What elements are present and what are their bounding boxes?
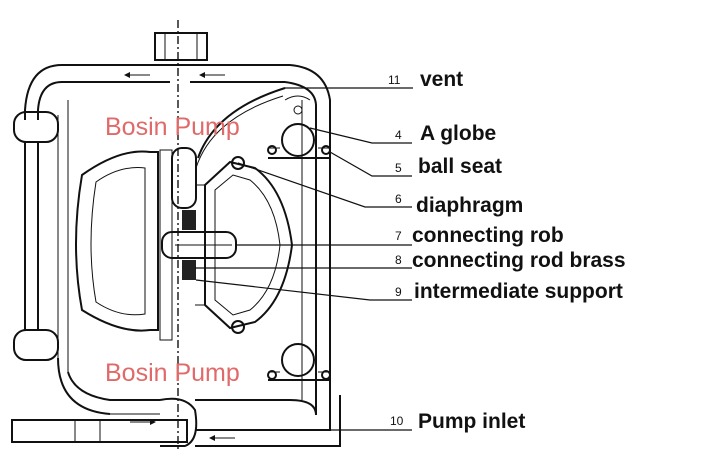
pump-drawing — [11, 20, 341, 451]
callout-number-11: 11 — [388, 73, 401, 87]
callout-number-4: 4 — [395, 128, 402, 142]
callout-number-10: 10 — [390, 414, 404, 428]
callout-number-8: 8 — [395, 253, 402, 267]
outlet-manifold — [24, 64, 331, 120]
label-ball-seat: ball seat — [418, 155, 502, 178]
leader-lines — [195, 87, 413, 431]
callout-number-9: 9 — [395, 285, 402, 299]
callout-number-6: 6 — [395, 192, 402, 206]
label-pump-inlet: Pump inlet — [418, 410, 525, 433]
outlet-flange — [154, 32, 208, 61]
watermark-top: Bosin Pump — [105, 113, 240, 141]
right-valve-column — [267, 95, 331, 415]
label-diaphragm: diaphragm — [416, 194, 523, 217]
left-diaphragm-chamber — [75, 150, 159, 332]
upper-ball — [281, 123, 315, 157]
callout-number-7: 7 — [395, 229, 402, 243]
left-column — [13, 100, 69, 372]
center-shaft-assembly — [159, 147, 237, 341]
watermarks: Bosin Pump Bosin Pump — [105, 113, 240, 387]
label-connecting-rob: connecting rob — [412, 224, 564, 247]
label-intermediate-support: intermediate support — [414, 280, 623, 303]
label-vent: vent — [420, 68, 463, 91]
callout-labels: vent A globe ball seat diaphragm connect… — [412, 68, 626, 433]
lower-ball — [281, 343, 315, 377]
vent-tube — [197, 87, 286, 159]
watermark-bottom: Bosin Pump — [105, 359, 240, 387]
label-connecting-rod-brass: connecting rod brass — [412, 249, 626, 272]
callout-numbers: 11 4 5 6 7 8 9 10 — [388, 73, 404, 428]
label-a-globe: A globe — [420, 122, 496, 145]
inlet-manifold — [11, 357, 341, 447]
callout-number-5: 5 — [395, 161, 402, 175]
